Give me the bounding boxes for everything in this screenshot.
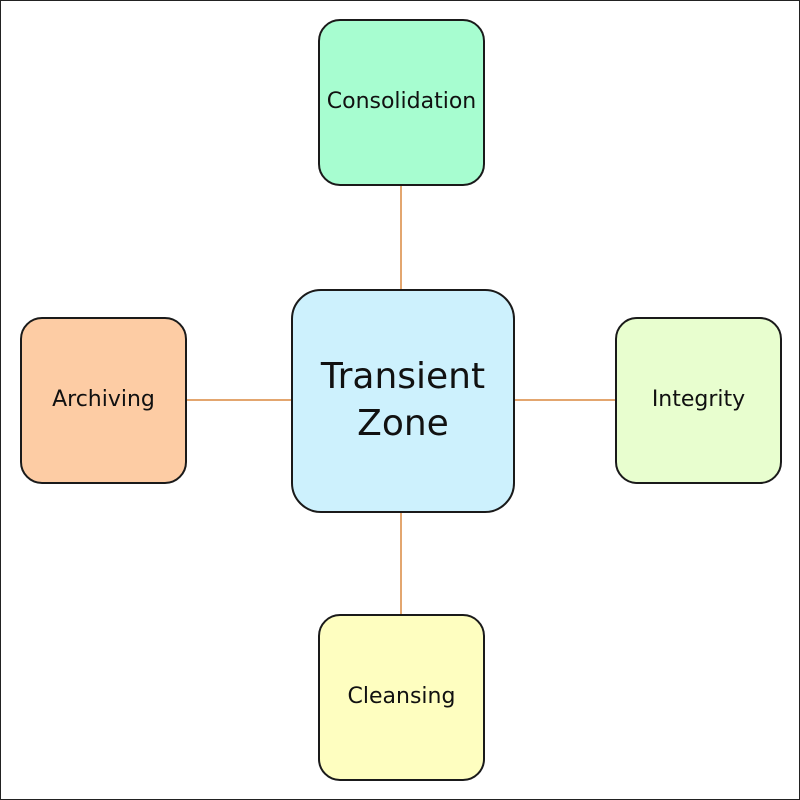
- node-archiving: Archiving: [20, 317, 187, 484]
- center-node-transient-zone: Transient Zone: [291, 289, 515, 513]
- connector-right: [513, 399, 617, 401]
- connector-top: [400, 185, 402, 291]
- node-cleansing-label: Cleansing: [347, 684, 456, 710]
- node-integrity: Integrity: [615, 317, 782, 484]
- node-integrity-label: Integrity: [651, 387, 746, 413]
- node-consolidation: Consolidation: [318, 19, 485, 186]
- connector-left: [185, 399, 293, 401]
- center-node-text: Transient Zone: [321, 354, 485, 448]
- node-consolidation-label: Consolidation: [326, 89, 477, 115]
- connector-bottom: [400, 511, 402, 617]
- center-node-line2: Zone: [357, 403, 449, 444]
- center-node-line1: Transient: [320, 356, 486, 398]
- node-archiving-label: Archiving: [52, 387, 155, 413]
- node-cleansing: Cleansing: [318, 614, 485, 781]
